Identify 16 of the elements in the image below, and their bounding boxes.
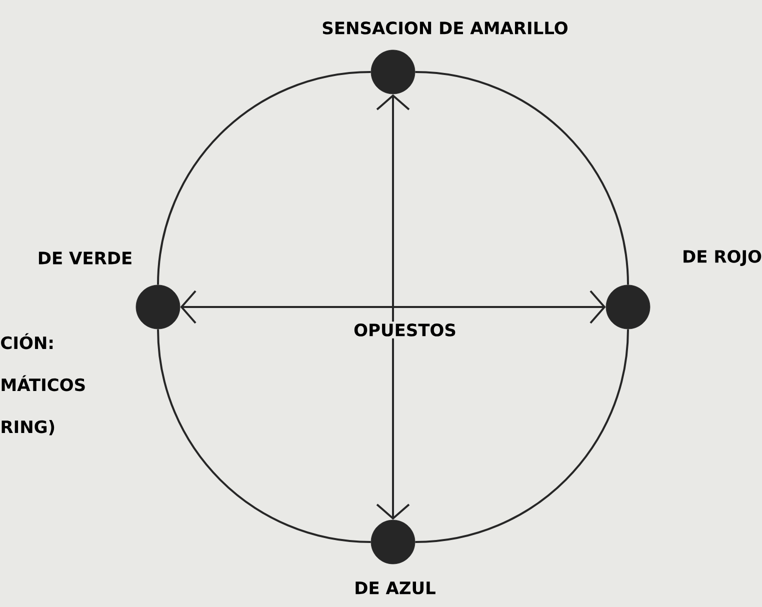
dot (370, 520, 416, 564)
dot (606, 284, 650, 330)
note-text: CIÓN: MÁTICOS RING) (1, 333, 85, 436)
dot-label: DE ROJO (684, 250, 762, 266)
dot-label: DE AZUL (356, 582, 436, 594)
circle-arc (415, 329, 629, 543)
dot-label: SENSACION DE AMARILLO (322, 22, 568, 34)
arrow (376, 94, 410, 520)
dot-label: DE VERDE (38, 252, 132, 264)
dot (136, 284, 180, 330)
circle-arc (415, 71, 629, 285)
circle-arc (157, 71, 371, 285)
circle-arc (157, 329, 371, 543)
center-label: OPUESTOS (352, 322, 458, 338)
dot (370, 50, 416, 94)
arrow (180, 290, 606, 324)
